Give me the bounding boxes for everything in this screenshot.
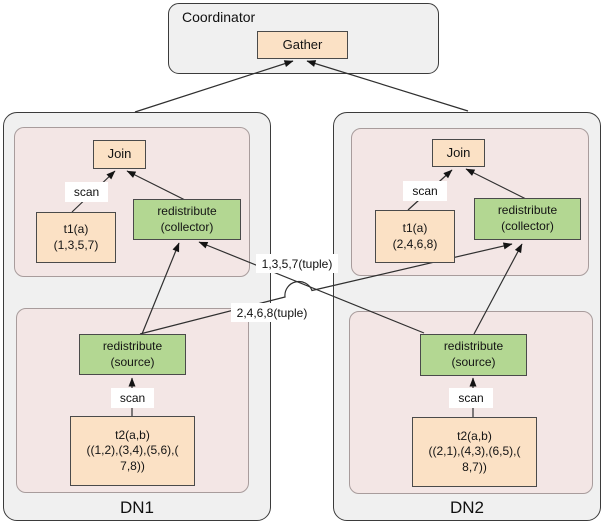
source-dn1-line1: redistribute bbox=[102, 338, 163, 353]
t2-dn1-values-1: ((1,2),(3,4),(5,6),( bbox=[86, 443, 179, 458]
t2-dn2-values-2: 8,7)) bbox=[462, 459, 487, 474]
redistribute-collector-dn2: redistribute (collector) bbox=[474, 198, 581, 240]
t2-table-dn2: t2(a,b) ((2,1),(4,3),(6,5),( 8,7)) bbox=[412, 417, 537, 487]
t1-dn2-name: t1(a) bbox=[402, 220, 428, 235]
source-dn2-line2: (source) bbox=[451, 355, 496, 369]
join-node-dn2-label: Join bbox=[446, 144, 471, 160]
dn1-label: DN1 bbox=[119, 498, 154, 517]
t2-dn2-name: t2(a,b) bbox=[457, 428, 492, 443]
source-dn1-line2: (source) bbox=[110, 354, 155, 369]
join-node-dn1: Join bbox=[93, 140, 146, 169]
t1-dn2-values: (2,4,6,8) bbox=[392, 236, 438, 251]
t1-dn1-values: (1,3,5,7) bbox=[53, 237, 99, 252]
join-node-dn2: Join bbox=[432, 139, 485, 167]
scan-label-t2-dn2: scan bbox=[449, 388, 493, 408]
source-dn2-line1: redistribute bbox=[443, 339, 504, 354]
t2-dn1-name: t2(a,b) bbox=[115, 427, 150, 442]
coordinator-label: Coordinator bbox=[182, 9, 256, 25]
t2-table-dn1: t2(a,b) ((1,2),(3,4),(5,6),( 7,8)) bbox=[70, 416, 195, 486]
collector-dn1-line2: (collector) bbox=[160, 219, 214, 234]
tuple-label-to-dn2: 2,4,6,8(tuple) bbox=[231, 303, 313, 322]
dn2-label: DN2 bbox=[449, 498, 484, 517]
t1-dn1-name: t1(a) bbox=[63, 221, 89, 236]
scan-label-t2-dn1: scan bbox=[111, 388, 154, 408]
gather-node: Gather bbox=[257, 31, 348, 59]
t1-table-dn2: t1(a) (2,4,6,8) bbox=[375, 210, 455, 263]
scan-label-t1-dn1: scan bbox=[65, 182, 108, 202]
t1-table-dn1: t1(a) (1,3,5,7) bbox=[36, 212, 116, 263]
join-node-dn1-label: Join bbox=[107, 146, 132, 162]
tuple-label-to-dn1: 1,3,5,7(tuple) bbox=[256, 254, 338, 273]
t2-dn2-values-1: ((2,1),(4,3),(6,5),( bbox=[428, 444, 521, 459]
collector-dn1-line1: redistribute bbox=[157, 203, 217, 218]
gather-node-label: Gather bbox=[282, 36, 323, 52]
redistribute-source-dn2: redistribute (source) bbox=[420, 334, 527, 376]
redistribute-source-dn1: redistribute (source) bbox=[79, 334, 186, 375]
redistribute-collector-dn1: redistribute (collector) bbox=[133, 199, 241, 240]
collector-dn2-line1: redistribute bbox=[497, 203, 558, 218]
t2-dn1-values-2: 7,8)) bbox=[120, 458, 145, 473]
collector-dn2-line2: (collector) bbox=[501, 219, 554, 233]
scan-label-t1-dn2: scan bbox=[403, 181, 447, 201]
